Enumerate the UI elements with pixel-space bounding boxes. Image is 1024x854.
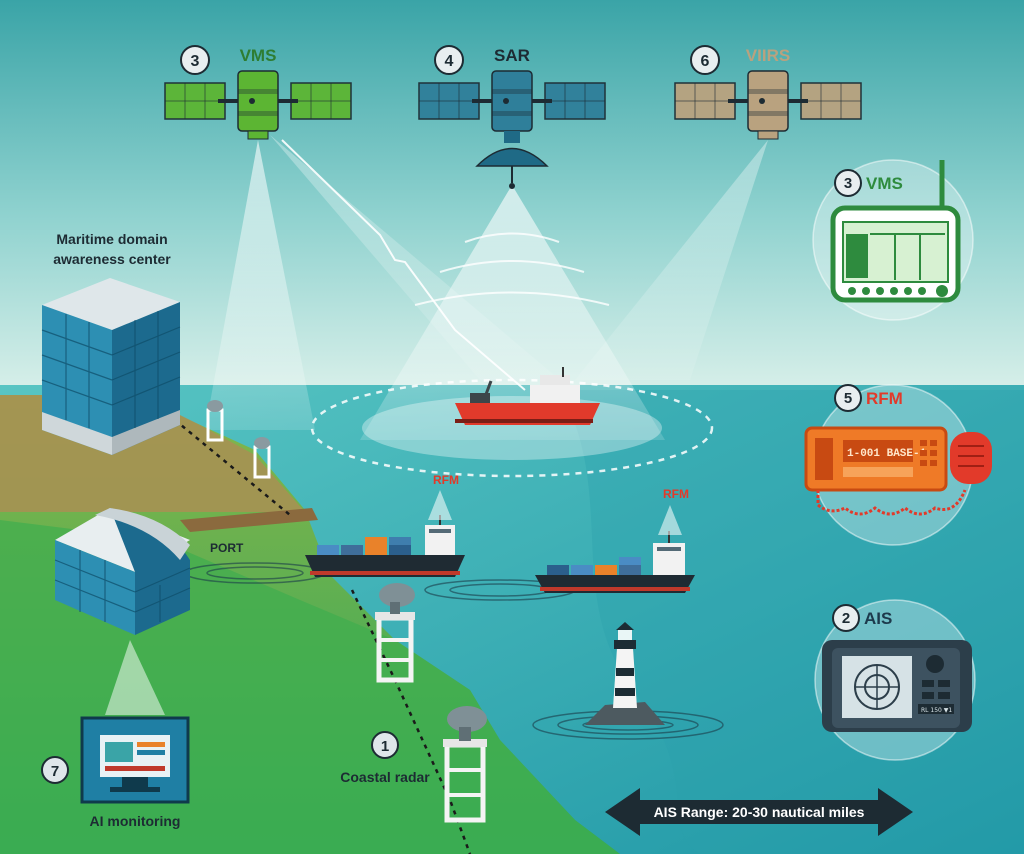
ai-monitor [80,716,190,804]
satellite-number: 4 [445,53,454,70]
device-number: 3 [844,175,852,192]
ais-display-text: RL 150 ▼1 [921,707,952,714]
research-vessel [455,367,600,425]
radar-tower-small [253,437,271,479]
sar-wave [439,260,585,273]
vms-device-buttons [848,285,948,297]
ais-device: RL 150 ▼1 [822,640,972,732]
ai-number-badge [41,756,69,784]
satellite-vms: 3 VMS [164,45,352,140]
satellite-sar: 4 SAR [418,45,606,189]
satellite-label: VIIRS [746,46,790,65]
device-label: VMS [866,174,903,193]
radar-tower [443,706,487,823]
device-number: 5 [844,390,852,407]
port-building [54,508,191,635]
ais-range-label: AIS Range: 20-30 nautical miles [654,804,865,820]
rfm-beam [658,505,682,535]
container-ship [305,515,465,577]
radar-network-link [174,419,472,854]
satellite-number-badge [434,45,464,75]
device-label: AIS [864,609,892,628]
sar-wave [414,291,610,306]
center-label-line2: awareness center [53,251,171,267]
viirs-beam [575,140,768,380]
signal-zigzag [281,139,526,391]
device-number: 2 [842,610,850,627]
port-pier [180,508,318,532]
port-label: PORT [210,541,244,555]
satellite-number: 6 [701,53,710,70]
satellite-label: SAR [494,46,530,65]
rfm-ship-label: RFM [663,487,689,501]
satellite-number: 3 [191,53,200,70]
awareness-center-building [41,278,181,455]
satellite-number-badge [690,45,720,75]
ai-number: 7 [51,763,59,780]
satellite-label: VMS [240,46,277,65]
device-label: RFM [866,389,903,408]
rfm-beam [428,490,452,520]
satellite-viirs: 6 VIIRS [674,45,862,140]
radar-number-badge [371,731,399,759]
vms-beam [205,140,315,430]
sar-detection-ring [310,378,714,478]
device-number-badge [832,604,860,632]
device-number-badge [834,384,862,412]
lighthouse [585,622,665,725]
coastal-radar-label: Coastal radar [340,769,430,785]
satellite-number-badge [180,45,210,75]
device-number-badge [834,169,862,197]
vms-device [830,160,961,303]
center-label-line1: Maritime domain [56,231,167,247]
ai-monitoring-label: AI monitoring [90,813,181,829]
rfm-ship-label: RFM [433,473,459,487]
radio-display-text: 1-001 BASE-1 [847,448,927,460]
radar-number: 1 [381,738,389,755]
deep-water [560,390,1024,854]
sar-wave [464,232,560,243]
ais-range-arrow [605,788,913,836]
radar-tower [375,583,415,683]
ai-beam [105,640,165,715]
container-ship [535,531,695,593]
rfm-radio: 1-001 BASE-1 [804,426,992,516]
radar-tower-small [206,400,224,442]
